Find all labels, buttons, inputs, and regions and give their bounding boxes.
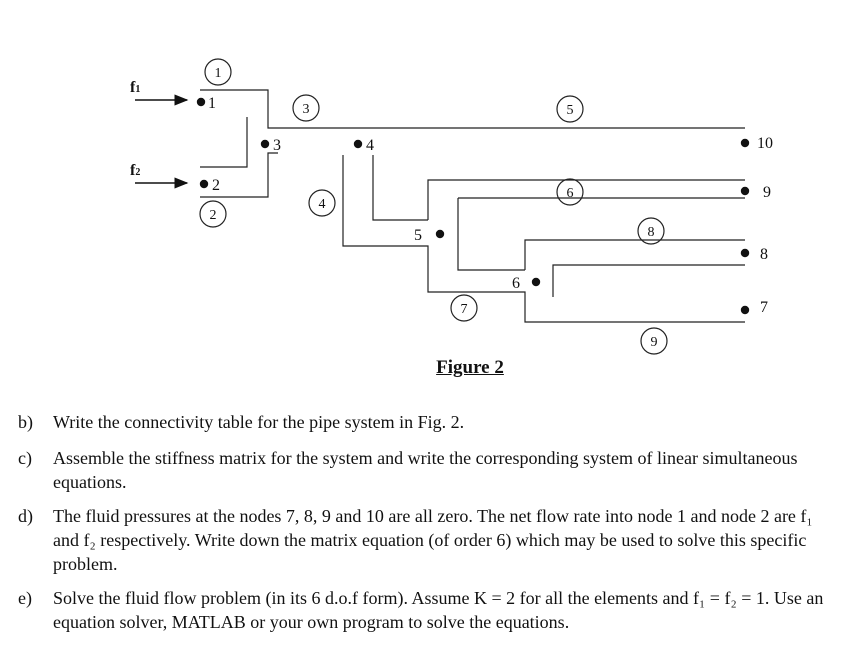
node-label: 7 <box>760 299 768 316</box>
element-number: 9 <box>651 335 658 350</box>
question-text: Assemble the stiffness matrix for the sy… <box>53 448 798 492</box>
node-label: 1 <box>208 95 216 112</box>
node-label: 5 <box>414 227 422 244</box>
question-label: d) <box>18 506 33 526</box>
node-label: 4 <box>366 137 374 154</box>
svg-text:f1: f1 <box>130 79 140 96</box>
node-dot <box>199 179 209 189</box>
node-label: 3 <box>273 137 281 154</box>
question-text: The fluid pressures at the nodes 7, 8, 9… <box>53 506 813 574</box>
node-label: 9 <box>763 184 771 201</box>
node-label: 8 <box>760 246 768 263</box>
element-number: 3 <box>303 102 310 117</box>
svg-text:f2: f2 <box>130 162 140 179</box>
node-dot <box>435 229 445 239</box>
node-dot <box>531 277 541 287</box>
element-number: 6 <box>567 186 574 201</box>
force-label-sub: 2 <box>135 167 140 178</box>
element-labels <box>199 58 668 355</box>
node-dot <box>740 186 750 196</box>
node-dot <box>740 248 750 258</box>
element-number: 5 <box>567 103 574 118</box>
question-label: b) <box>18 412 33 432</box>
question-text: Solve the fluid flow problem (in its 6 d… <box>53 588 824 632</box>
force-label-sub: 1 <box>135 84 140 95</box>
node-label: 2 <box>212 177 220 194</box>
element-number: 4 <box>319 197 326 212</box>
element-circle <box>292 94 320 122</box>
element-circle <box>640 327 668 355</box>
node-dot <box>740 305 750 315</box>
question-label: e) <box>18 588 32 608</box>
question-text: Write the connectivity table for the pip… <box>53 412 465 432</box>
element-numbers: 1 2 3 4 5 6 7 8 9 <box>210 66 658 350</box>
element-circle <box>556 178 584 206</box>
element-number: 1 <box>215 66 222 81</box>
pipe-lines <box>200 89 745 323</box>
node-dot <box>196 97 206 107</box>
element-number: 2 <box>210 208 217 223</box>
question-label: c) <box>18 448 32 468</box>
pipe-network-diagram: f1 f2 1 2 3 4 5 6 7 8 9 10 <box>130 58 773 355</box>
force-arrow-f2: f2 <box>130 162 189 189</box>
force-label-main: f <box>130 79 136 96</box>
element-number: 7 <box>461 302 468 317</box>
force-arrow-f1: f1 <box>130 79 189 106</box>
element-circle <box>204 58 232 86</box>
force-label-main: f <box>130 162 136 179</box>
element-circle <box>199 200 227 228</box>
node-dot <box>260 139 270 149</box>
node-label: 10 <box>757 135 773 152</box>
element-circle <box>308 189 336 217</box>
element-number: 8 <box>648 225 655 240</box>
element-circle <box>556 95 584 123</box>
node-dot <box>353 139 363 149</box>
element-circle <box>637 217 665 245</box>
node-dot <box>740 138 750 148</box>
node-label: 6 <box>512 275 520 292</box>
nodes: 1 2 3 4 5 6 7 8 9 10 <box>196 95 773 316</box>
element-circle <box>450 294 478 322</box>
figure-caption: Figure 2 <box>436 357 504 378</box>
